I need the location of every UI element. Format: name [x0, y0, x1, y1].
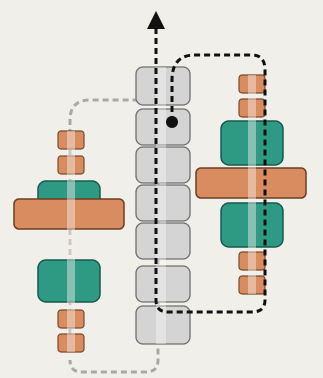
small-bead — [57, 130, 85, 150]
small-bead — [238, 98, 266, 118]
gray-bead — [135, 265, 191, 303]
gray-bead — [135, 222, 191, 260]
wide-bead — [195, 167, 307, 199]
green-bead — [220, 202, 284, 248]
left-bead-stack — [13, 130, 125, 353]
black-thread-path — [147, 11, 267, 314]
gray-bead — [135, 108, 191, 146]
small-bead — [57, 333, 85, 353]
thread-start-dot — [166, 116, 178, 128]
gray-bead — [135, 184, 191, 222]
gray-bead — [135, 66, 191, 106]
gray-bead — [135, 305, 191, 345]
green-bead — [37, 259, 101, 303]
thread-highlight — [156, 67, 166, 344]
small-bead — [57, 309, 85, 329]
thread-highlight — [248, 75, 256, 294]
wide-bead — [13, 198, 125, 230]
gray-bead — [135, 146, 191, 184]
center-bead-stack — [135, 66, 191, 345]
right-bead-stack — [195, 74, 307, 295]
green-bead — [220, 120, 284, 166]
small-bead — [57, 155, 85, 175]
thread-highlight — [67, 131, 75, 352]
